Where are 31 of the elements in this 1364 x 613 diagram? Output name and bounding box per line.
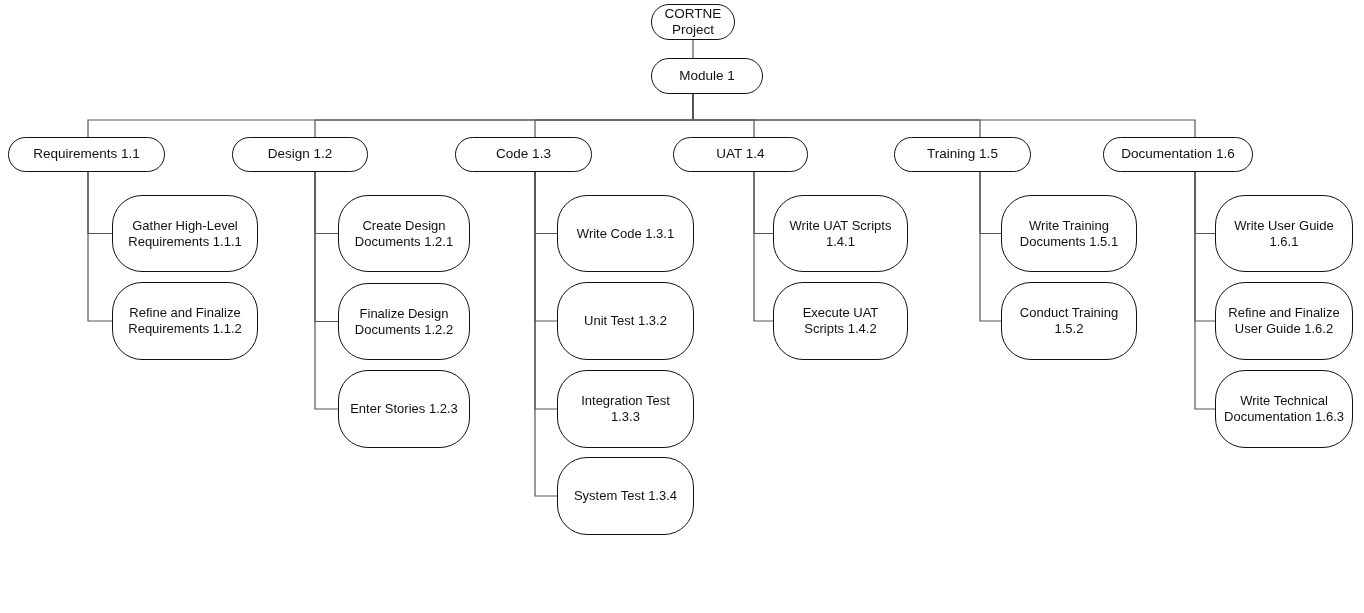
task-box: Create Design Documents 1.2.1 [338,195,470,272]
task-box: Write Technical Documentation 1.6.3 [1215,370,1353,448]
task-box: Unit Test 1.3.2 [557,282,694,360]
work-package-box: Module 1 [651,58,763,94]
connector-line [1194,171,1216,410]
task-box: Write Training Documents 1.5.1 [1001,195,1137,272]
task-box: Gather High-Level Requirements 1.1.1 [112,195,258,272]
task-box: Integration Test 1.3.3 [557,370,694,448]
work-package-box: Requirements 1.1 [8,137,165,172]
work-package-box: Documentation 1.6 [1103,137,1253,172]
connector-line [87,171,113,322]
work-package-box: Training 1.5 [894,137,1031,172]
work-package-box: Code 1.3 [455,137,592,172]
connector-line [692,39,694,59]
work-package-box: Design 1.2 [232,137,368,172]
task-box: Write UAT Scripts 1.4.1 [773,195,908,272]
task-box: Write Code 1.3.1 [557,195,694,272]
task-box: Refine and Finalize User Guide 1.6.2 [1215,282,1353,360]
task-box: Execute UAT Scripts 1.4.2 [773,282,908,360]
connector-line [979,171,1002,322]
task-box: Conduct Training 1.5.2 [1001,282,1137,360]
task-box: Refine and Finalize Requirements 1.1.2 [112,282,258,360]
connector-line [314,171,339,410]
task-box: Finalize Design Documents 1.2.2 [338,283,470,360]
task-box: Write User Guide 1.6.1 [1215,195,1353,272]
task-box: System Test 1.3.4 [557,457,694,535]
work-package-box: UAT 1.4 [673,137,808,172]
connector-line [534,171,558,497]
connector-line [753,171,774,322]
task-box: Enter Stories 1.2.3 [338,370,470,448]
work-package-box: CORTNE Project [651,4,735,40]
